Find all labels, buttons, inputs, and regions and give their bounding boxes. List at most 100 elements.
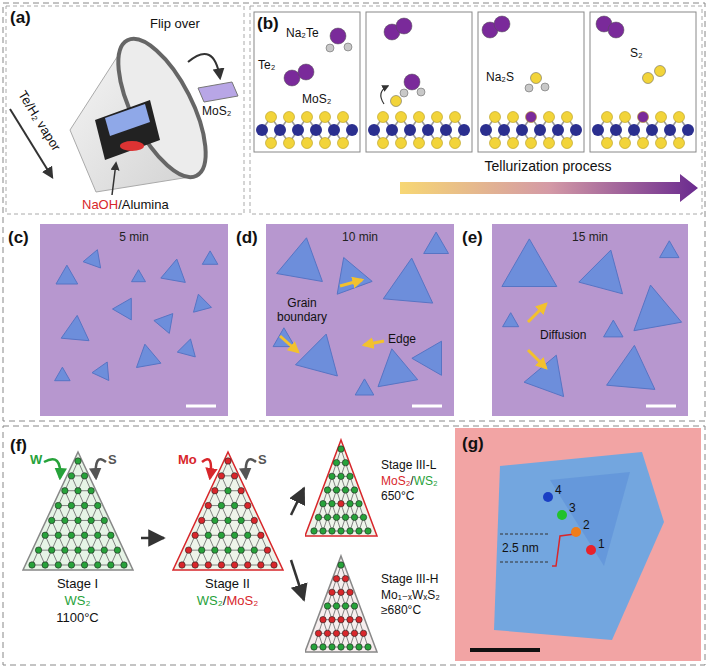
panel-label: (g) [462, 434, 484, 454]
s-atom [266, 138, 277, 149]
layer-label: MoS₂ [302, 92, 331, 106]
lattice-atom [347, 500, 353, 506]
flake [273, 328, 295, 347]
molecule-atom [326, 44, 334, 52]
feature-label: Edge [388, 332, 416, 346]
flake [55, 367, 71, 381]
text-part: MoS₂ [381, 474, 410, 488]
lattice-atom [95, 562, 101, 568]
lattice-atom [88, 488, 94, 494]
step-label: Flip over [150, 16, 200, 32]
lattice-atom [95, 502, 101, 508]
lattice-atom [251, 517, 257, 523]
lattice-atom [258, 532, 264, 538]
flake [502, 239, 557, 287]
lattice-atom [218, 532, 224, 538]
lattice-atom [108, 562, 114, 568]
flake [202, 251, 218, 264]
crystal-triangle [305, 556, 377, 652]
mo-atom [592, 124, 604, 136]
lattice-atom [218, 473, 224, 479]
lattice-atom [55, 562, 61, 568]
lattice-atom [199, 547, 205, 553]
lattice-atom [356, 500, 362, 506]
flake [494, 452, 664, 640]
panel-label: (e) [462, 228, 483, 248]
molecule-atom [531, 73, 542, 84]
lattice-atom [88, 547, 94, 553]
lattice-atom [356, 616, 362, 622]
text-part: / [118, 197, 122, 212]
mo-atom [386, 124, 398, 136]
lattice-atom [225, 458, 231, 464]
stage-text: Stage I [56, 576, 99, 593]
s-atom [396, 112, 407, 123]
s-atom [266, 112, 277, 123]
lattice-atom [81, 532, 87, 538]
s-atom [544, 138, 555, 149]
mo-atom [404, 124, 416, 136]
molecule-atom [284, 70, 300, 86]
molecule-atom [541, 83, 549, 91]
s-atom [284, 138, 295, 149]
lattice-atom [333, 603, 339, 609]
mo-atom [440, 124, 452, 136]
lattice-atom [68, 502, 74, 508]
stage-shape [165, 448, 290, 662]
flake [424, 232, 449, 253]
lattice-atom [342, 603, 348, 609]
scale-bar [412, 405, 442, 408]
lattice-atom [62, 517, 68, 523]
s-atom [284, 112, 295, 123]
flake [161, 259, 186, 282]
s-atom [674, 138, 685, 149]
time-label: 5 min [119, 230, 148, 244]
lattice-atom [324, 487, 330, 493]
stage-arrow [291, 560, 304, 600]
lattice-atom [121, 562, 127, 568]
mo-atom [274, 124, 286, 136]
text-part: WS₂ [414, 474, 438, 488]
lattice-atom [35, 547, 41, 553]
mo-atom [480, 124, 492, 136]
flake [113, 298, 132, 320]
pointer-arrow [528, 304, 546, 322]
flake [296, 334, 338, 376]
flake [607, 345, 655, 389]
stage-text-block: Stage IWS₂1100°C [56, 576, 99, 627]
growth-stage: Stage IIWS₂/MoS₂ [165, 448, 290, 662]
panel-frame [250, 6, 702, 214]
molecule-atom [330, 28, 346, 44]
crystal-triangle [305, 440, 377, 536]
lattice-atom [42, 562, 48, 568]
s-atom [414, 138, 425, 149]
flake [660, 241, 679, 258]
text-part: WS₂ [197, 593, 223, 608]
s-atom [432, 138, 443, 149]
mo-atom [610, 124, 622, 136]
lattice-atom [88, 517, 94, 523]
lattice-atom [62, 547, 68, 553]
mo-atom [646, 124, 658, 136]
pointer-arrow [280, 336, 298, 352]
process-arrow [400, 174, 698, 202]
lattice-atom [81, 502, 87, 508]
s-atom [302, 138, 313, 149]
molecule-atom [655, 66, 666, 77]
height-line [500, 562, 548, 563]
flake-core [550, 472, 630, 566]
lattice-atom [351, 514, 357, 520]
time-label: 10 min [342, 230, 378, 244]
lattice-atom [49, 517, 55, 523]
lattice-atom [320, 644, 326, 650]
flake [579, 250, 623, 294]
lattice-atom [68, 562, 74, 568]
mo-atom [368, 124, 380, 136]
time-label: 15 min [572, 230, 608, 244]
molecule-atom [404, 74, 420, 90]
lattice-atom [225, 517, 231, 523]
molecule-atom [391, 96, 402, 107]
frame [590, 12, 696, 152]
precursor-arrow [202, 459, 211, 478]
lattice-atom [329, 528, 335, 534]
